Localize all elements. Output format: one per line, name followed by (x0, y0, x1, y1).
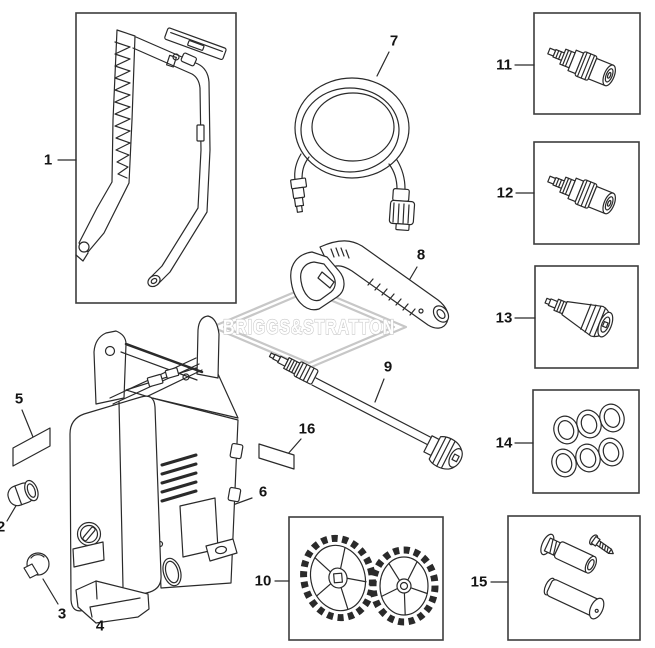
callout-6: 6 (258, 483, 268, 501)
callout-10: 10 (254, 572, 272, 590)
callout-11: 11 (496, 56, 512, 74)
callout-13: 13 (495, 309, 513, 327)
callout-4: 4 (95, 617, 105, 635)
part-boxes (75, 12, 641, 641)
callout-14: 14 (495, 434, 513, 452)
label-5-art (12, 427, 51, 467)
hose-adapter-art (7, 479, 39, 507)
part-box-13 (534, 265, 639, 369)
callout-3: 3 (57, 605, 67, 623)
part-box-1 (75, 12, 237, 304)
knob-art (23, 552, 50, 579)
label-16-art (258, 443, 295, 470)
spray-wand-art (268, 352, 463, 470)
callout-15: 15 (470, 573, 488, 591)
part-box-11 (533, 12, 641, 115)
pressure-hose-art (290, 77, 416, 232)
part-box-14 (532, 389, 640, 494)
quick-coupler-12-art (543, 166, 620, 218)
callout-2: 2 (0, 518, 6, 536)
callout-1: 1 (43, 151, 53, 169)
callout-16: 16 (298, 420, 316, 438)
soap-nozzle-art (544, 297, 614, 338)
watermark-text: BRIGGS&STRATTON (223, 316, 395, 339)
spray-gun-art (290, 240, 450, 329)
quick-coupler-11-art (543, 38, 620, 90)
axle-pin-kit-art (540, 533, 614, 620)
callout-5: 5 (14, 390, 24, 408)
pressure-washer-body-art (69, 315, 244, 624)
callout-7: 7 (389, 32, 399, 50)
callout-8: 8 (416, 246, 426, 264)
callout-12: 12 (496, 184, 514, 202)
briggs-stratton-watermark: BRIGGS&STRATTON (210, 284, 408, 370)
handle-assembly-art (75, 27, 227, 288)
o-ring-kit-art (551, 403, 625, 478)
part-box-10 (288, 516, 444, 641)
callout-9: 9 (383, 358, 393, 376)
part-box-15 (507, 515, 641, 641)
wheels-art (300, 534, 439, 626)
